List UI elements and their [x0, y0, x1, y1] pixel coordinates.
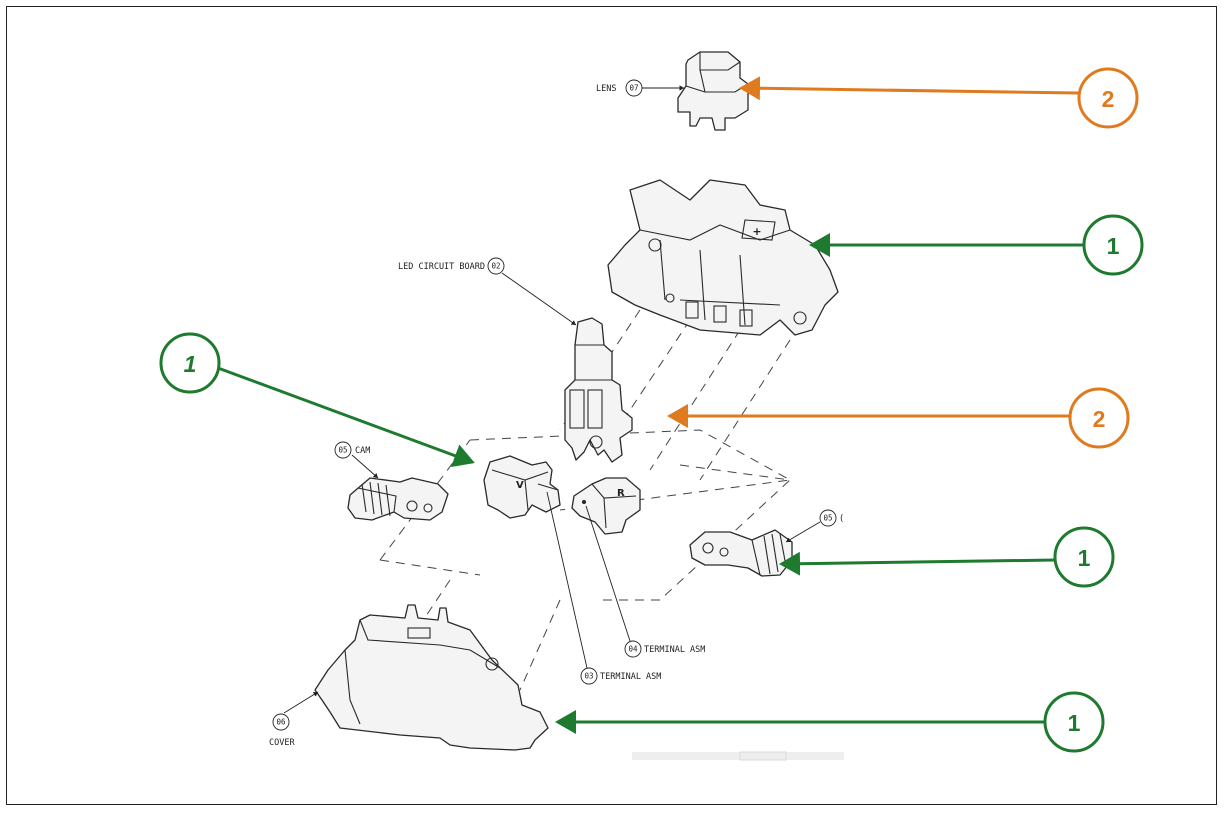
right-cam-number-circle — [819, 509, 837, 527]
right-cam-label: ( — [839, 514, 844, 524]
callout-cam-right-number: 1 — [1078, 545, 1091, 571]
lens-label: LENS — [596, 84, 616, 94]
terminal-03-leader — [546, 491, 588, 669]
right-terminal-mark: R — [617, 488, 625, 499]
callout-cover: 1 — [1043, 691, 1105, 753]
cover-leader — [283, 691, 319, 714]
left-cam-leader — [351, 454, 379, 479]
terminal-03-number: 03 — [584, 672, 593, 681]
terminal-04-number: 04 — [628, 645, 638, 654]
right-cam-part — [689, 529, 793, 577]
left-cam-number: 05 — [338, 446, 347, 455]
housing-plus-mark: + — [752, 225, 761, 238]
scan-artifact — [632, 752, 844, 760]
led-board-number: 02 — [491, 262, 500, 271]
right-cam-number: 05 — [823, 514, 832, 523]
cover-number: 06 — [276, 718, 286, 727]
terminal-04-number-circle — [624, 640, 642, 658]
callout-terminal-left-number: 1 — [184, 351, 197, 377]
lens-number: 07 — [629, 84, 638, 93]
housing-part — [607, 179, 839, 336]
left-cam-number-circle — [334, 441, 352, 459]
callout-led-board-number: 2 — [1093, 406, 1106, 432]
led-board-leader — [501, 272, 577, 326]
cover-label: COVER — [269, 738, 295, 748]
callout-housing-number: 1 — [1107, 233, 1120, 259]
cover-part — [314, 604, 549, 751]
led-board-number-circle — [487, 257, 505, 275]
lens-callout-arrow — [739, 76, 1079, 101]
scan-artifact-box — [739, 751, 787, 761]
left-cam-label: CAM — [355, 446, 370, 456]
terminal-left-callout-arrow — [217, 366, 475, 468]
terminal-04-leader — [585, 505, 631, 642]
led-circuit-board-part — [564, 317, 633, 463]
cover-number-circle — [272, 713, 290, 731]
callout-cam-right: 1 — [1053, 526, 1115, 588]
callout-terminal-left: 1 — [159, 332, 221, 394]
left-terminal-mark: V — [516, 480, 524, 491]
left-cam-part — [347, 477, 449, 521]
diagram-frame — [6, 6, 1217, 805]
right-cam-leader — [785, 521, 821, 543]
left-terminal-part — [483, 455, 561, 519]
led-board-label: LED CIRCUIT BOARD — [398, 262, 485, 272]
callout-led-board: 2 — [1068, 387, 1130, 449]
callout-housing: 1 — [1082, 214, 1144, 276]
terminal-04-label: TERMINAL ASM — [644, 645, 705, 655]
callout-lens-number: 2 — [1102, 86, 1115, 112]
callout-lens: 2 — [1077, 67, 1139, 129]
cam-right-callout-arrow — [779, 551, 1056, 576]
callout-cover-number: 1 — [1068, 710, 1081, 736]
right-terminal-part — [571, 477, 641, 535]
terminal-03-number-circle — [580, 667, 598, 685]
terminal-03-label: TERMINAL ASM — [600, 672, 661, 682]
lens-part — [677, 51, 749, 131]
